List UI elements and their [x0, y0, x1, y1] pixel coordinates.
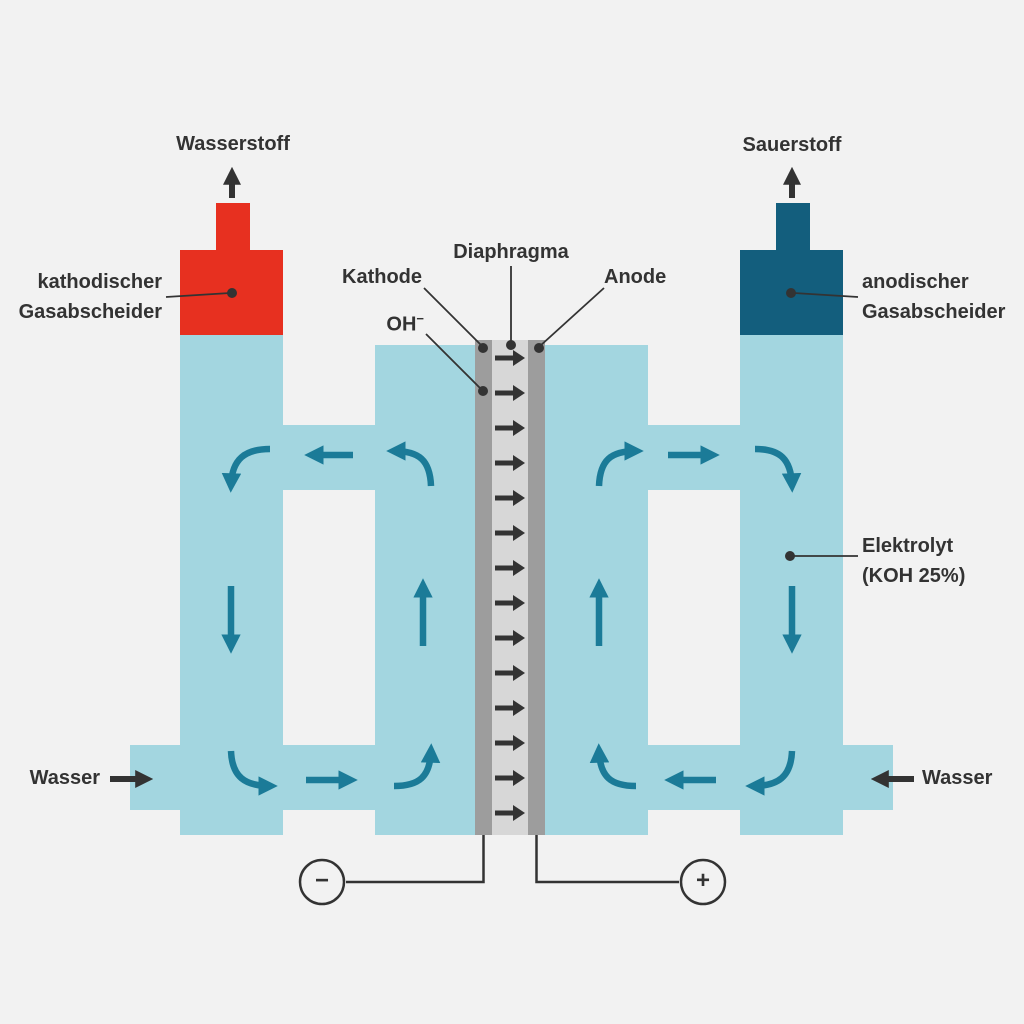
flow-arrow-curve-down-to-right — [227, 750, 278, 796]
flow-arrow-curve-right-to-up — [393, 743, 441, 790]
cathode-electrode-bar — [475, 340, 492, 835]
diaphragm-assembly — [475, 340, 545, 835]
cathodic-separator-label: kathodischer Gasabscheider — [18, 271, 162, 323]
anodic-gas-separator-block — [740, 203, 843, 335]
water-label-left: Wasser — [29, 767, 100, 789]
anode-electrode-bar — [528, 340, 545, 835]
electrolyte-label: Elektrolyt (KOH 25%) — [862, 535, 966, 587]
electrical-wiring — [298, 835, 727, 906]
anodic-separator-label: anodischer Gasabscheider — [862, 271, 1006, 323]
cathode-label: Kathode — [342, 266, 422, 288]
right-circulation-flow-arrows — [589, 441, 802, 796]
oxygen-label: Sauerstoff — [742, 134, 842, 156]
flow-arrow-curve-up-to-left — [386, 441, 435, 487]
flow-arrow-curve-top-right — [754, 445, 802, 493]
hydrogen-outlet-stub — [216, 203, 250, 258]
diaphragm-membrane — [492, 340, 528, 835]
cathodic-gas-separator-block — [180, 203, 283, 335]
flow-arrow-curve-down-to-left — [745, 750, 796, 796]
hydroxide-charge-superscript: − — [416, 311, 424, 326]
diaphragm-label: Diaphragma — [453, 241, 569, 263]
anode-label: Anode — [604, 266, 667, 288]
cathode-wire — [346, 835, 485, 884]
plus-terminal-sign: + — [695, 867, 710, 894]
left-circulation-flow-arrows — [221, 441, 441, 796]
hydrogen-label: Wasserstoff — [176, 133, 290, 155]
water-label-right: Wasser — [922, 767, 993, 789]
flow-arrow-curve-left-to-up — [589, 743, 637, 790]
callout-lines — [165, 266, 859, 557]
callout-anchor-dots — [227, 288, 796, 561]
flow-arrow-curve-up-to-right — [595, 441, 644, 487]
flow-arrow-curve-top-left — [221, 445, 271, 493]
hydroxide-label: OH− — [386, 311, 424, 336]
oxygen-outlet-stub — [776, 203, 810, 258]
plus-terminal-circle — [679, 858, 727, 906]
minus-terminal-sign: − — [314, 867, 329, 894]
anode-wire — [535, 835, 679, 884]
minus-terminal-circle — [298, 858, 346, 906]
left-electrolyte-loop-pipes — [130, 335, 475, 835]
